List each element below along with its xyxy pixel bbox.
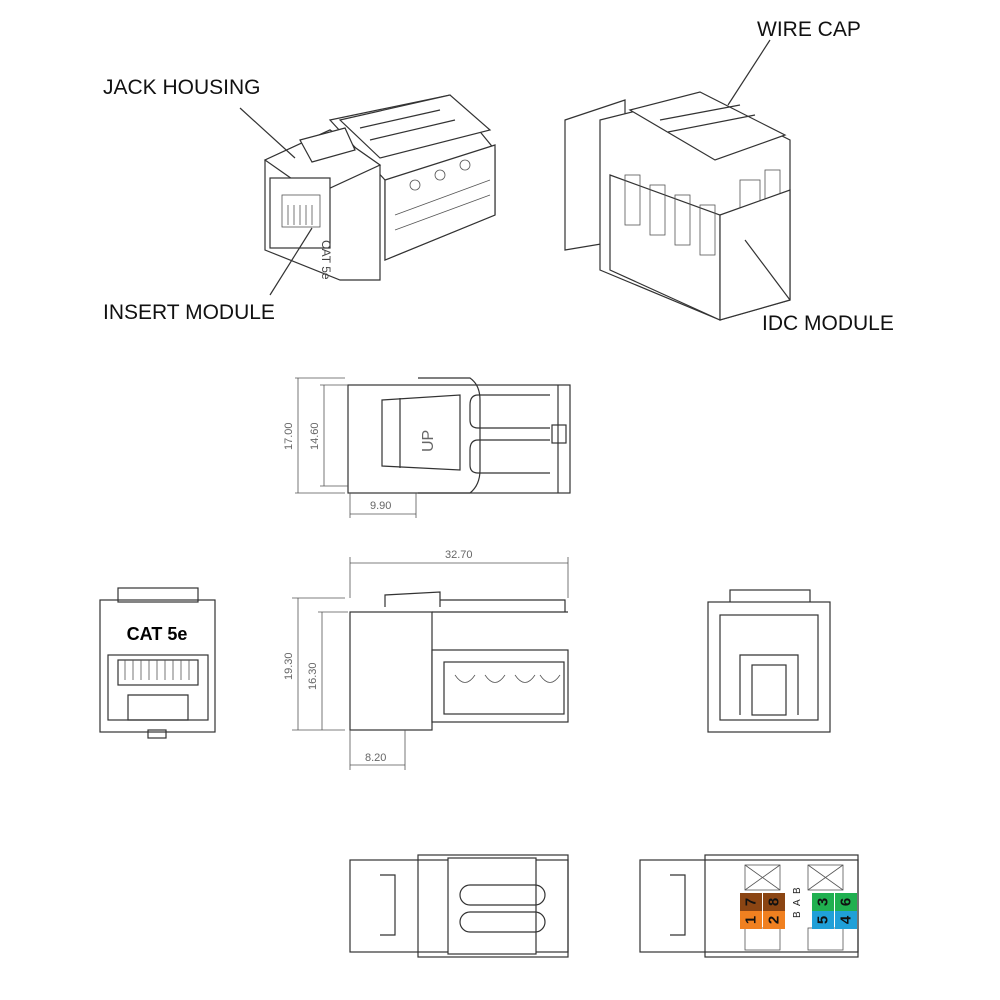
pin-number: 1 — [743, 916, 760, 924]
standard-label: B — [792, 911, 803, 918]
pin-number: 7 — [743, 898, 760, 906]
dim-19-30: 19.30 — [283, 652, 295, 680]
dim-16-30: 16.30 — [307, 662, 319, 690]
pin-color-block — [763, 911, 785, 929]
pin-color-block — [763, 893, 785, 911]
side-view-dimensions: 32.70 19.30 16.30 8.20 — [283, 549, 569, 770]
callout-wire-cap: WIRE CAP — [757, 18, 861, 41]
pin-color-block — [812, 911, 834, 929]
standard-label: A — [792, 899, 803, 906]
front-label: CAT 5e — [127, 624, 188, 644]
pin-number: 8 — [766, 898, 783, 906]
callout-insert-module: INSERT MODULE — [103, 301, 275, 324]
pin-color-block — [740, 893, 762, 911]
dim-17-00: 17.00 — [283, 422, 295, 450]
pin-color-block — [835, 911, 857, 929]
pin-color-block — [835, 893, 857, 911]
callout-idc-module: IDC MODULE — [762, 312, 894, 335]
idc-module-leader — [744, 239, 791, 301]
pin-color-grid: 7 1 8 2 3 5 6 4 — [740, 893, 857, 929]
jack-housing-leader — [239, 107, 296, 159]
dim-9-90: 9.90 — [370, 500, 391, 512]
standard-labels: B A B — [792, 887, 803, 918]
pin-color-block — [740, 911, 762, 929]
up-marking: UP — [420, 430, 437, 452]
dim-32-70: 32.70 — [445, 549, 473, 561]
wire-cap-leader — [727, 39, 771, 106]
pin-color-block — [812, 893, 834, 911]
side-view — [349, 591, 569, 731]
pin-number: 2 — [766, 916, 783, 924]
idc-wiring-view: 7 1 8 2 3 5 6 4 B A B — [639, 854, 859, 958]
isometric-front-view: CAT 5e — [239, 94, 496, 296]
pin-number: 6 — [838, 898, 855, 906]
dim-8-20: 8.20 — [365, 752, 386, 764]
insert-module-leader — [269, 227, 313, 296]
housing-label: CAT 5e — [319, 240, 333, 280]
bottom-view — [349, 854, 569, 958]
pin-number: 4 — [838, 915, 855, 924]
pin-number: 3 — [815, 898, 832, 906]
front-view: CAT 5e — [99, 587, 216, 739]
standard-label: B — [792, 887, 803, 894]
callout-jack-housing: JACK HOUSING — [103, 76, 261, 99]
isometric-rear-view — [564, 39, 791, 321]
top-view: UP — [347, 377, 571, 494]
pin-number: 5 — [815, 916, 832, 924]
top-view-dimensions: 17.00 14.60 9.90 — [283, 377, 417, 518]
rear-view — [707, 589, 831, 733]
dim-14-60: 14.60 — [309, 422, 321, 450]
